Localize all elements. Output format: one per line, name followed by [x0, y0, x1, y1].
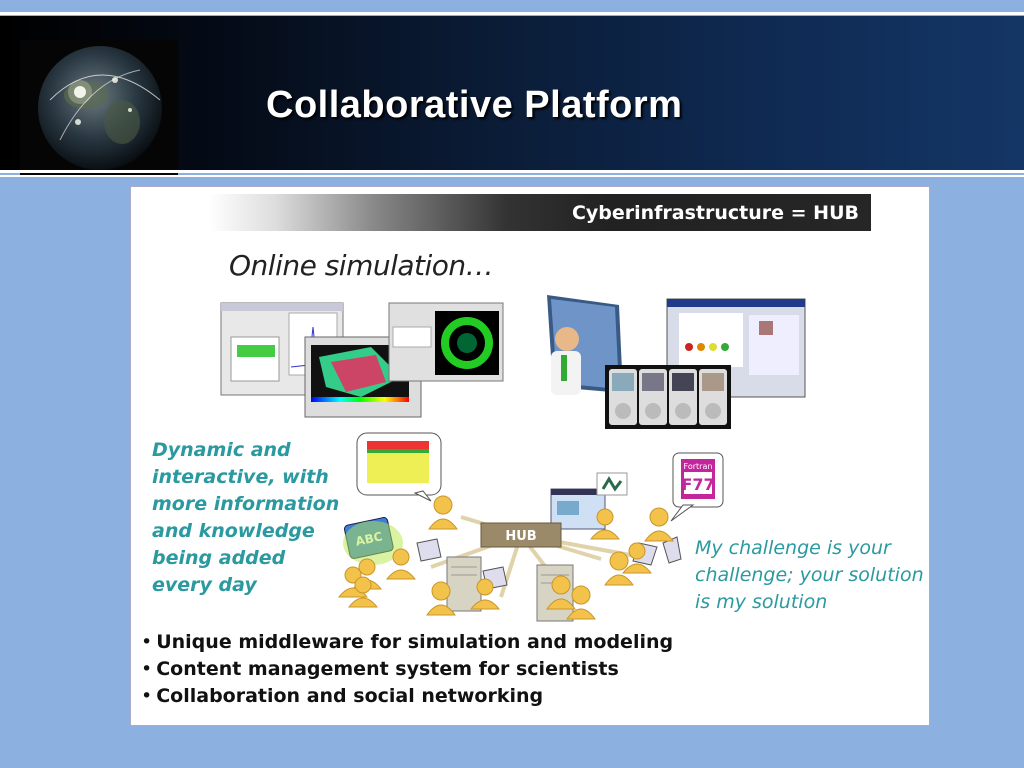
fortran-bubble: Fortran F77: [670, 452, 724, 522]
presenter-illustration: [547, 295, 623, 395]
bullet-item: Unique middleware for simulation and mod…: [141, 629, 673, 656]
bullet-list: Unique middleware for simulation and mod…: [141, 629, 673, 710]
f77-label: F77: [681, 475, 714, 494]
media-players: [605, 365, 731, 429]
desktop-screenshot: [550, 488, 606, 530]
right-caption: My challenge is your challenge; your sol…: [695, 537, 924, 613]
banner-bar: Cyberinfrastructure = HUB: [209, 194, 871, 231]
server-right: [536, 564, 574, 622]
left-caption: Dynamic and interactive, with more infor…: [152, 439, 340, 596]
hub-label: HUB: [505, 529, 536, 544]
top-divider: [0, 12, 1024, 15]
fortran-label: Fortran: [684, 462, 713, 471]
logo-card: [596, 472, 628, 496]
server-left: [446, 556, 482, 612]
content-panel: Cyberinfrastructure = HUB Online simulat…: [130, 186, 930, 726]
online-simulation-heading: Online simulation…: [229, 249, 494, 282]
top-stripe: [0, 0, 1024, 12]
hub-box: HUB: [480, 522, 562, 548]
globe-image: [20, 40, 178, 176]
header-divider-2: [0, 175, 1024, 177]
ring-screenshot: [388, 302, 504, 382]
bullet-item: Content management system for scientists: [141, 656, 673, 683]
banner-text: Cyberinfrastructure = HUB: [571, 202, 859, 224]
slide-header: Collaborative Platform: [0, 16, 1024, 176]
header-divider: [0, 170, 1024, 173]
slide-title: Collaborative Platform: [266, 84, 683, 126]
hub-illustration: ABC: [220, 295, 806, 622]
chart-bubble: [356, 432, 442, 502]
bullet-item: Collaboration and social networking: [141, 683, 673, 710]
community-people: [337, 495, 674, 620]
